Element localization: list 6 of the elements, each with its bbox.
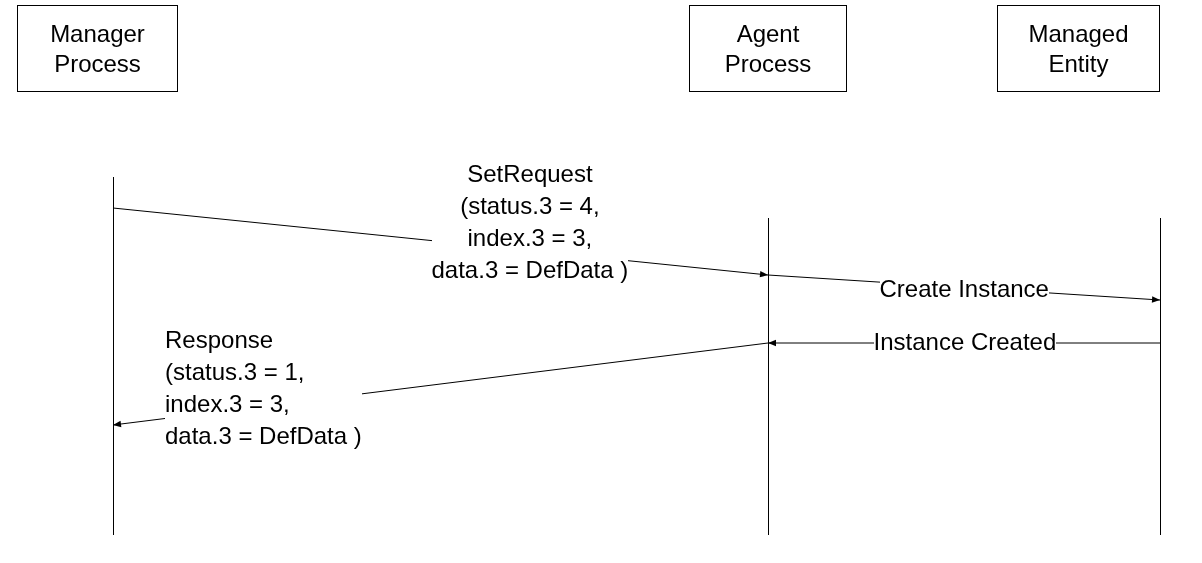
lifeline xyxy=(113,177,114,535)
lifeline xyxy=(768,218,769,535)
participant-box: Managed Entity xyxy=(997,5,1160,92)
participant-box: Agent Process xyxy=(689,5,847,92)
participant-box: Manager Process xyxy=(17,5,178,92)
lifeline xyxy=(1160,218,1161,535)
